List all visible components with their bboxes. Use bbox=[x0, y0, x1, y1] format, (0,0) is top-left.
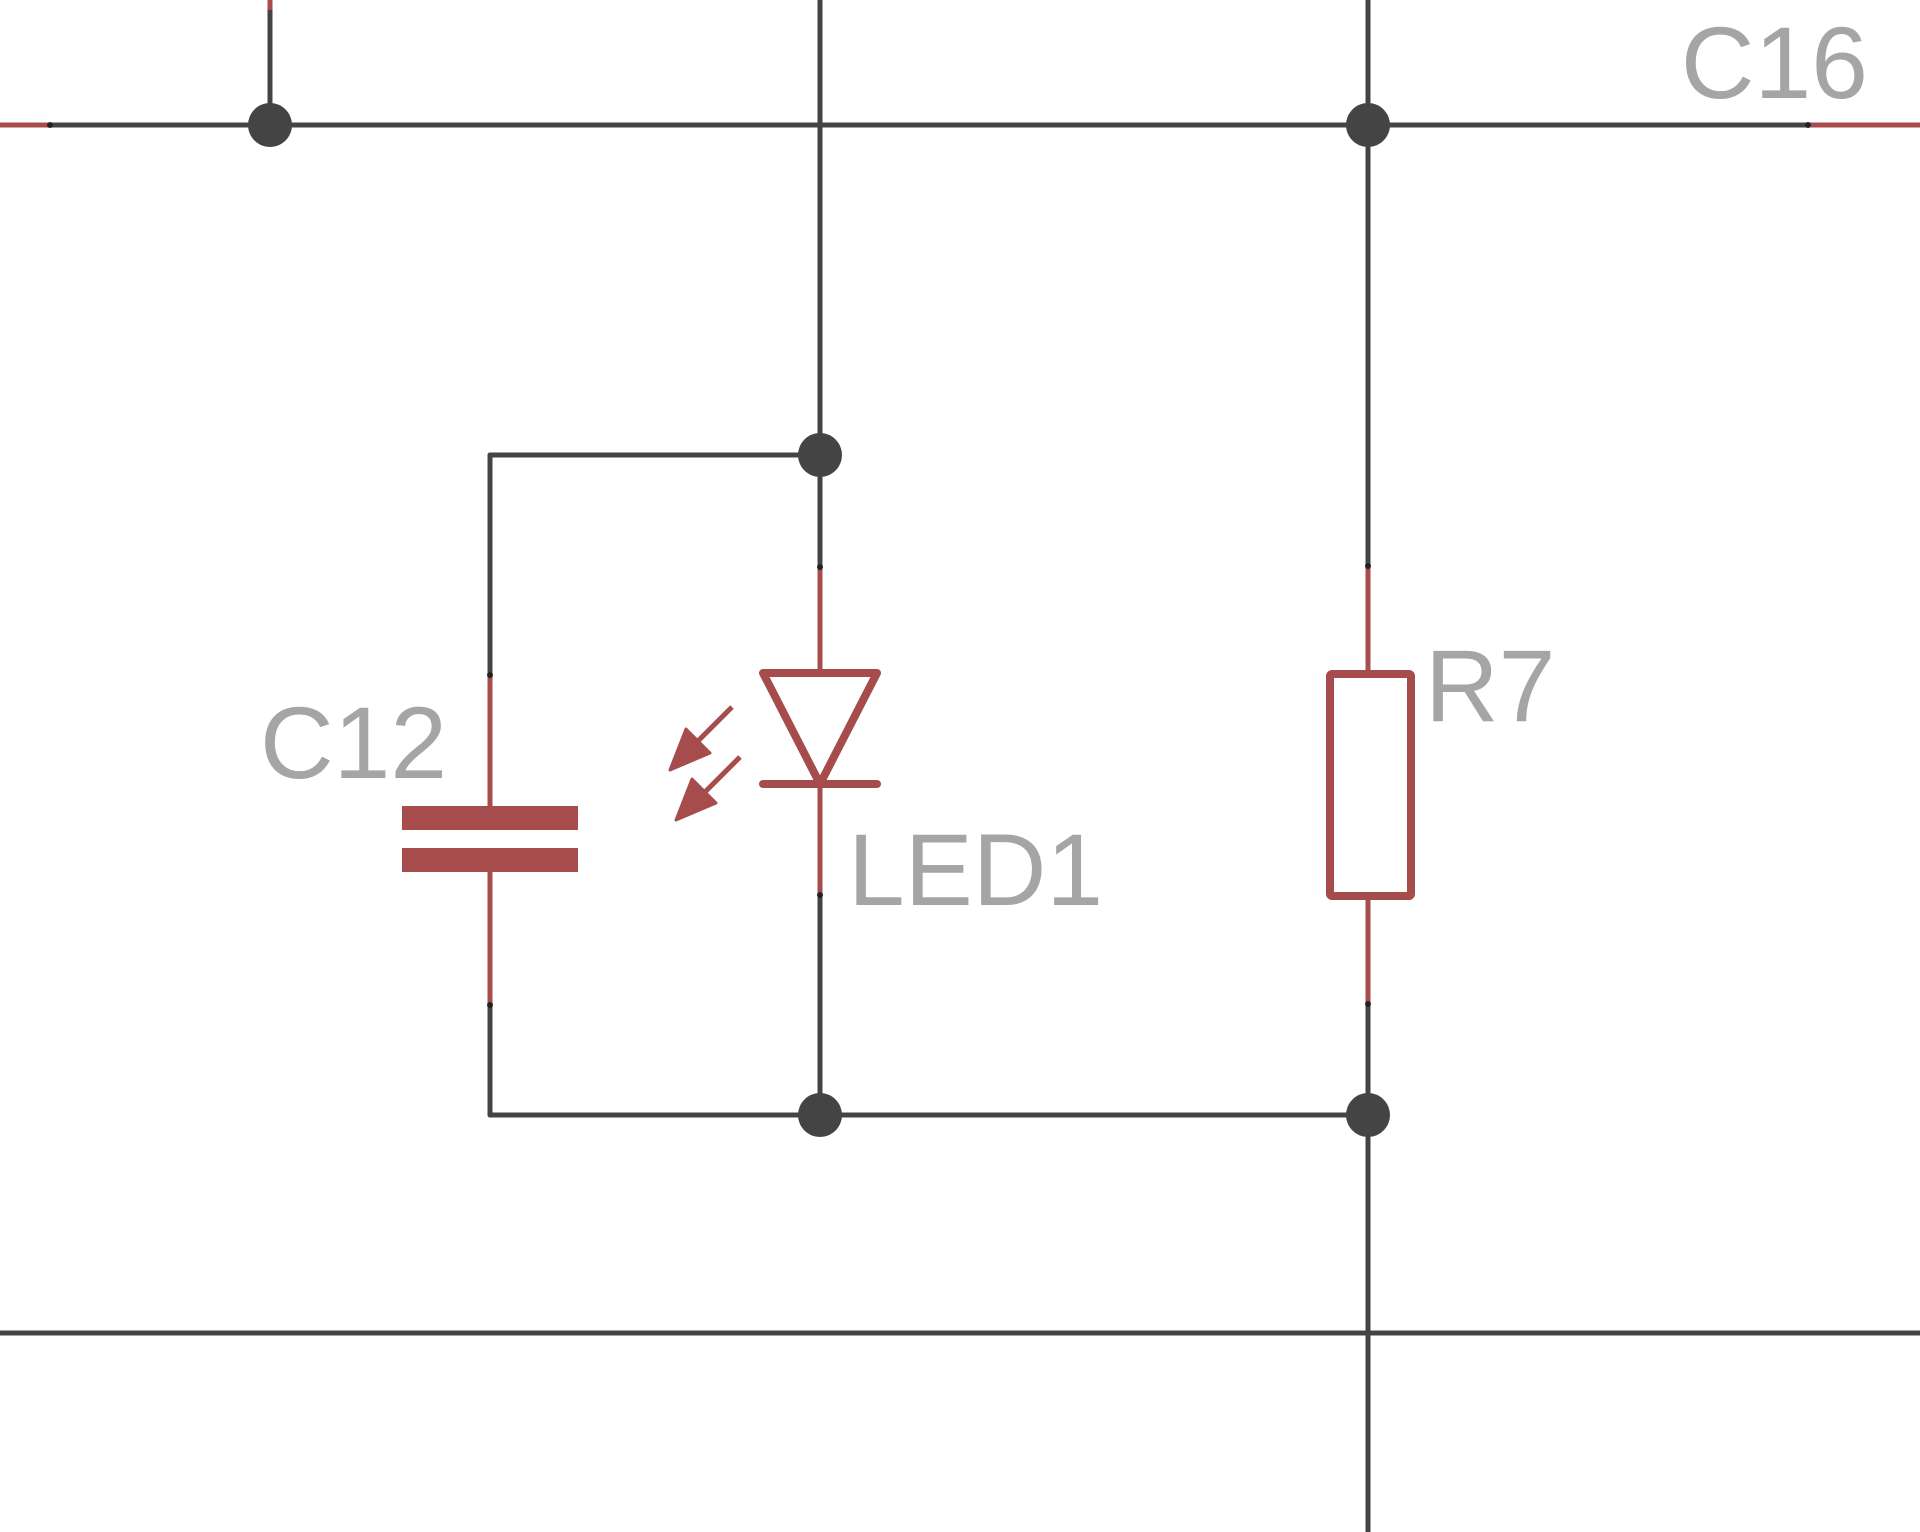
r7-resistor-symbol bbox=[1326, 670, 1415, 900]
pin-end-marker bbox=[47, 122, 53, 128]
pin-end-marker bbox=[817, 892, 823, 898]
junction-dot bbox=[798, 433, 842, 477]
component-labels: C12 LED1 R7 C16 bbox=[260, 6, 1868, 927]
junction-dot bbox=[248, 103, 292, 147]
led1-emission-arrowhead-1 bbox=[668, 727, 712, 772]
pin-end-markers bbox=[47, 122, 1811, 1008]
junctions bbox=[248, 103, 1390, 1137]
led1-triangle bbox=[759, 669, 881, 788]
junction-dot bbox=[1346, 1093, 1390, 1137]
pin-end-marker bbox=[1805, 122, 1811, 128]
c12-label: C12 bbox=[260, 686, 447, 800]
c16-label: C16 bbox=[1681, 6, 1868, 120]
pin-end-marker bbox=[1365, 1001, 1371, 1007]
c12-top-plate bbox=[402, 806, 578, 830]
r7-body bbox=[1326, 670, 1415, 900]
pin-end-marker bbox=[817, 564, 823, 570]
pin-end-marker bbox=[487, 1002, 493, 1008]
junction-dot bbox=[1346, 103, 1390, 147]
c12-bottom-plate bbox=[402, 848, 578, 872]
pin-end-marker bbox=[487, 672, 493, 678]
led1-emission-arrowhead-2 bbox=[674, 777, 718, 822]
junction-dot bbox=[798, 1093, 842, 1137]
c12-capacitor-symbol bbox=[402, 806, 578, 872]
r7-label: R7 bbox=[1425, 629, 1555, 743]
led1-emission-arrow-shaft-2 bbox=[698, 755, 742, 799]
led1-label: LED1 bbox=[848, 813, 1103, 927]
led1-symbol bbox=[668, 669, 881, 822]
pin-leads bbox=[0, 0, 1920, 1005]
pin-end-marker bbox=[1365, 563, 1371, 569]
